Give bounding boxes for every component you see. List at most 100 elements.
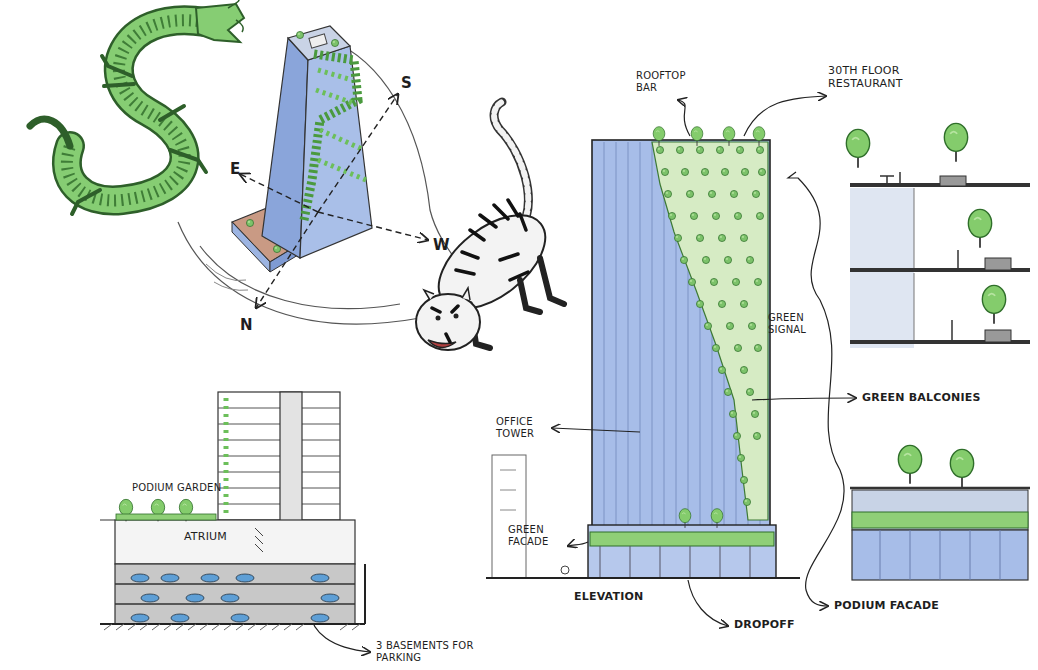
tower-green-balconies [316,70,366,180]
dragon-claws [72,56,206,214]
floor-slabs [850,185,1030,342]
space-label: ATRIUM [184,530,227,543]
compass-west [318,212,428,240]
green-facade-strip [590,532,774,546]
callout-label: PODIUM FACADE [834,599,939,612]
podium-section [115,520,355,564]
grade-line [100,520,115,521]
neighbour-building [492,455,526,578]
dragon-scales [67,20,205,200]
atrium-stairs [255,528,263,552]
roof-tree [331,39,338,46]
detail-tree [950,449,973,488]
compass-letter: W [433,236,450,254]
space-label: PODIUM GARDEN [132,482,221,494]
leader-green-balconies [752,398,856,400]
podium-tree [679,509,691,528]
dragon-illustration [30,0,244,214]
compass-east [240,174,318,212]
dragon-outline [67,20,205,200]
roof-structure [309,34,327,48]
podium-tree [711,509,723,528]
leader-green-facade [568,542,588,546]
podium-green-strip [852,512,1028,528]
people-and-furniture [880,172,958,340]
leader-lines [310,96,856,652]
detail-tree [968,209,991,248]
view-title: ELEVATION [574,590,643,603]
leader-rooftop-bar [678,100,690,136]
callout-label: GREEN BALCONIES [862,391,981,404]
facade-line [914,188,915,340]
elevation-drawing [486,127,800,578]
callout-label: 30TH FLOOR RESTAURANT [828,64,928,90]
callout-label: 3 BASEMENTS FOR PARKING [376,640,486,664]
callout-label: GREEN SIGNAL [768,312,812,336]
compass-letter: E [230,160,240,178]
callout-label: ROOFTOP BAR [636,70,688,94]
ground [100,564,365,624]
tiger-stripes [432,200,528,342]
rooftop-trees [653,127,765,146]
podium-facade-detail [850,445,1030,580]
planter [985,330,1011,342]
roof-tree [296,31,303,38]
detail-tree [898,445,921,484]
leader-restaurant [744,96,826,136]
site-road [178,40,480,324]
tower-section [218,392,340,520]
tower-front-face [300,46,372,258]
green-edge [224,398,229,514]
basements [115,564,355,624]
tiger-eye [454,314,459,319]
tower-3d-sketch [178,26,480,324]
tower-green-band [304,54,358,220]
compass-south [318,94,398,212]
compass-letter: N [240,316,253,334]
tiger-eye [436,316,441,321]
leader-dropoff [688,580,728,626]
detail-tree [846,129,869,168]
glazing-mullions [880,530,1000,580]
detail-tree [944,123,967,161]
leader-office-tower [552,428,640,432]
podium-roof-line [850,487,1030,490]
site-lines [206,264,248,290]
floor-lines [218,408,340,504]
callout-label: DROPOFF [734,618,795,631]
balcony-section-detail [846,123,1030,348]
dragon-body [67,20,205,200]
garden-planting [116,514,216,520]
tower-elevation [592,140,770,578]
podium-elevation [588,525,776,578]
building-section [100,392,365,630]
podium-tree [246,219,253,226]
podium-columns [600,546,750,578]
planter [985,258,1011,270]
podium-upper [852,490,1028,530]
dragon-tail [30,119,70,146]
green-signal-area [652,142,768,520]
callout-label: OFFICE TOWER [496,416,550,440]
planter [940,176,966,186]
ground-line [486,577,800,579]
dragon-head [196,4,244,42]
dragon-whiskers [228,0,243,32]
leader-green-signal [788,172,844,606]
compass-north [256,212,318,308]
tiger-illustration [416,102,564,350]
ground-hatch [104,624,360,630]
detail-tree [982,285,1005,324]
basement-slabs [115,584,355,604]
green-balcony-shrubs [656,146,765,505]
callout-label: GREEN FACADE [508,524,564,548]
compass-letter: S [401,74,412,92]
person-figure [561,566,569,574]
tiger-mouth [428,340,456,348]
compass-lines [240,94,428,308]
tiger-ears [424,288,470,300]
podium-glazing [852,530,1028,580]
neighbour-floors [500,470,516,510]
